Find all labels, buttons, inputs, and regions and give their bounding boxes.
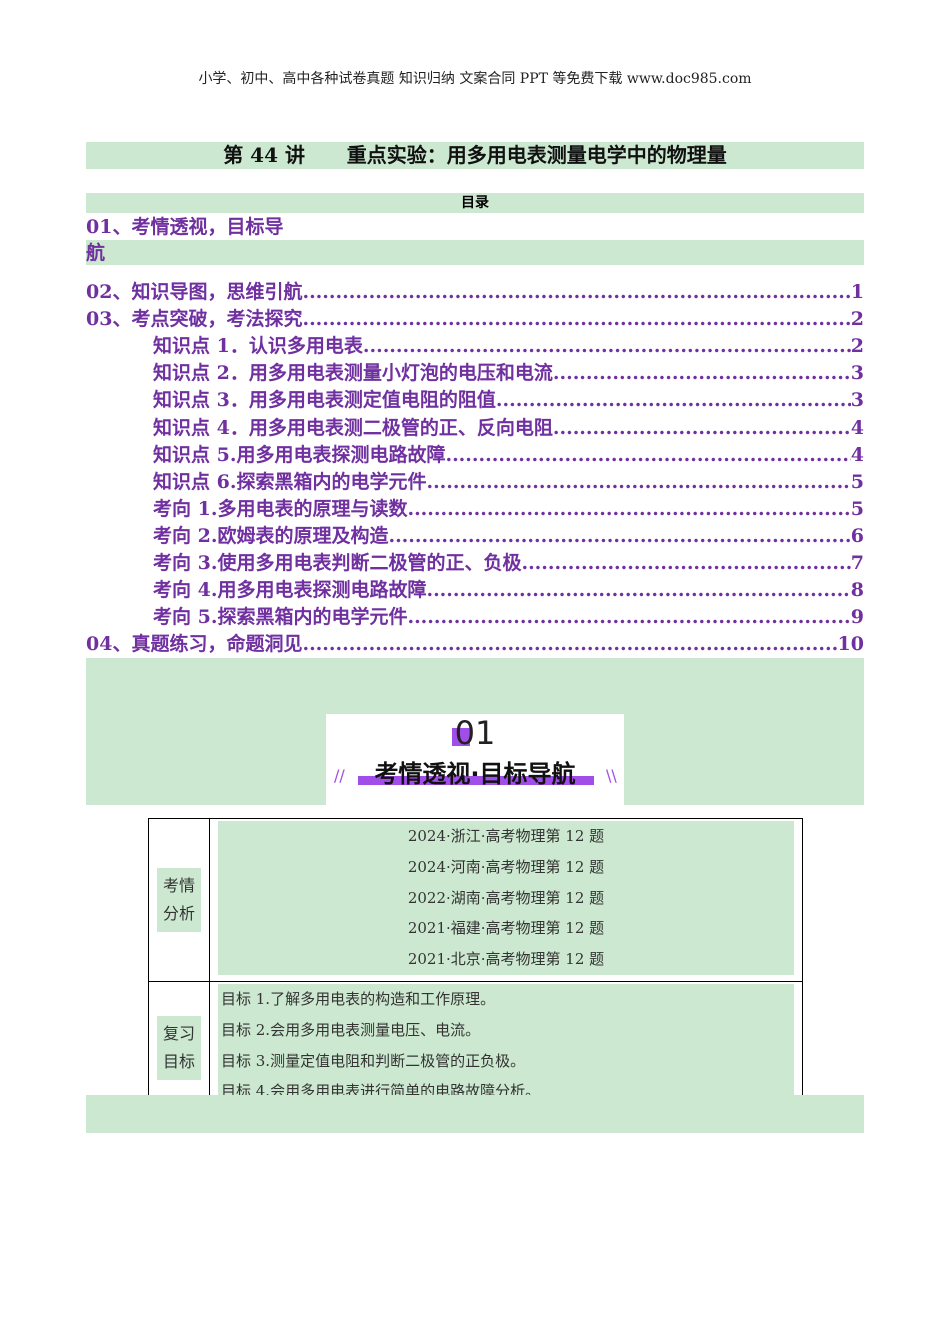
accent-square — [452, 728, 470, 746]
toc-leader — [445, 442, 850, 469]
label-cell: 考情分析 — [148, 818, 210, 982]
exam-item: 2024·河南·高考物理第 12 题 — [407, 857, 605, 876]
toc-entry[interactable]: 知识点 5.用多用电表探测电路故障 4 — [153, 442, 864, 469]
toc-label: 考向 2.欧姆表的原理及构造 — [153, 524, 389, 547]
toc-leader — [388, 523, 850, 550]
toc-label: 知识点 4．用多用电表测二极管的正、反向电阻 — [153, 416, 553, 439]
toc-leader — [302, 279, 850, 306]
toc-heading: 目录 — [86, 193, 864, 213]
toc-page: 4 — [850, 416, 864, 439]
footer-band — [86, 1095, 864, 1133]
backslash-decoration-icon: \\ — [606, 766, 617, 785]
toc-entry[interactable]: 03、考点突破，考法探究 2 — [86, 306, 864, 333]
toc-page: 7 — [850, 552, 864, 574]
lecture-title: 第 44 讲 重点实验：用多用电表测量电学中的物理量 — [86, 142, 864, 169]
section-title: 考情透视·目标导航 — [374, 760, 576, 788]
toc-label: 航 — [86, 242, 106, 264]
toc-label: 知识点 1．认识多用电表 — [153, 335, 363, 358]
toc-entry[interactable]: 04、真题练习，命题洞见 10 — [86, 631, 864, 658]
toc-page: 3 — [850, 389, 864, 412]
toc-entry[interactable]: 考向 1.多用电表的原理与读数 5 — [153, 496, 864, 523]
toc-page: 3 — [850, 362, 864, 385]
toc-page: 4 — [850, 443, 864, 466]
toc-entry[interactable]: 考向 4.用多用电表探测电路故障 8 — [153, 577, 864, 604]
toc-page: 8 — [850, 579, 864, 602]
label-text: 复习 — [162, 1023, 195, 1043]
toc-label: 知识点 5.用多用电表探测电路故障 — [153, 443, 446, 466]
toc-leader — [302, 631, 837, 658]
toc-label: 03、考点突破，考法探究 — [86, 308, 303, 331]
label-text: 目标 — [162, 1051, 195, 1071]
exam-item: 2024·浙江·高考物理第 12 题 — [407, 827, 605, 845]
toc-label: 知识点 3．用多用电表测定值电阻的阻值 — [153, 389, 496, 412]
toc-page: 2 — [850, 308, 864, 331]
toc-entry[interactable]: 02、知识导图，思维引航 1 — [86, 279, 864, 306]
toc-leader — [302, 306, 850, 333]
overview-table: 考情分析 2024·浙江·高考物理第 12 题 2024·河南·高考物理第 12 … — [148, 818, 803, 1115]
goal-item: 目标 2.会用多用电表测量电压、电流。 — [221, 1020, 481, 1039]
toc-entry[interactable]: 知识点 6.探索黑箱内的电学元件 5 — [153, 469, 864, 496]
exam-item: 2021·北京·高考物理第 12 题 — [407, 950, 605, 969]
label-text: 分析 — [162, 903, 195, 923]
toc-entry-cont[interactable]: 航 — [86, 240, 864, 267]
goals-cell: 目标 1.了解多用电表的构造和工作原理。目标 2.会用多用电表测量电压、电流。目… — [209, 980, 803, 1115]
toc-leader — [426, 469, 850, 496]
goal-item: 目标 3.测量定值电阻和判断二极管的正负极。 — [221, 1051, 526, 1070]
toc-entry[interactable]: 考向 5.探索黑箱内的电学元件 9 — [153, 604, 864, 631]
toc-label: 04、真题练习，命题洞见 — [86, 633, 303, 656]
goals-list: 目标 1.了解多用电表的构造和工作原理。目标 2.会用多用电表测量电压、电流。目… — [218, 983, 794, 1108]
toc-leader — [553, 360, 851, 387]
slash-decoration-icon: // — [334, 766, 345, 785]
toc-label: 01、考情透视，目标导 — [86, 216, 284, 238]
toc-page: 6 — [850, 524, 864, 547]
label-text: 考情 — [162, 875, 195, 895]
toc-entry[interactable]: 考向 2.欧姆表的原理及构造 6 — [153, 523, 864, 550]
toc-entry[interactable]: 01、考情透视，目标导 — [86, 214, 864, 241]
exam-list: 2024·浙江·高考物理第 12 题 2024·河南·高考物理第 12 题 2022… — [218, 821, 794, 975]
toc-leader — [553, 415, 851, 442]
page-header: 小学、初中、高中各种试卷真题 知识归纳 文案合同 PPT 等免费下载 www.d… — [198, 71, 752, 87]
goal-item: 目标 1.了解多用电表的构造和工作原理。 — [221, 989, 496, 1008]
toc-entry[interactable]: 知识点 2．用多用电表测量小灯泡的电压和电流 3 — [153, 360, 864, 387]
toc-leader — [521, 550, 850, 577]
label-cell: 复习目标 — [148, 980, 210, 1115]
toc-entry[interactable]: 知识点 1．认识多用电表 2 — [153, 333, 864, 360]
toc-entry[interactable]: 知识点 3．用多用电表测定值电阻的阻值 3 — [153, 387, 864, 414]
toc-label: 02、知识导图，思维引航 — [86, 281, 303, 303]
toc-page: 9 — [850, 606, 864, 629]
toc-page: 5 — [850, 497, 864, 520]
toc-leader — [496, 387, 851, 414]
toc-entry[interactable]: 知识点 4．用多用电表测二极管的正、反向电阻 4 — [153, 415, 864, 442]
toc-label: 考向 4.用多用电表探测电路故障 — [153, 579, 427, 602]
toc-leader — [407, 496, 850, 523]
section-banner: 01 考情透视·目标导航 // \\ — [326, 714, 624, 805]
exam-item: 2021·福建·高考物理第 12 题 — [407, 919, 605, 938]
toc-page: 2 — [850, 335, 864, 358]
toc-label: 知识点 6.探索黑箱内的电学元件 — [153, 470, 427, 493]
toc-label: 考向 1.多用电表的原理与读数 — [153, 497, 408, 520]
exam-list-cell: 2024·浙江·高考物理第 12 题 2024·河南·高考物理第 12 题 2022… — [209, 818, 803, 982]
toc-leader — [407, 604, 850, 631]
toc-label: 考向 3.使用多用电表判断二极管的正、负极 — [153, 552, 522, 574]
toc-page: 1 — [850, 281, 864, 303]
toc-label: 知识点 2．用多用电表测量小灯泡的电压和电流 — [153, 362, 553, 385]
toc-label: 考向 5.探索黑箱内的电学元件 — [153, 606, 408, 629]
toc-leader — [363, 333, 851, 360]
section-number: 01 — [454, 714, 496, 752]
toc-page: 10 — [837, 633, 864, 656]
accent-bar — [358, 776, 594, 785]
toc-leader — [426, 577, 850, 604]
toc-page: 5 — [850, 470, 864, 493]
toc-entry[interactable]: 考向 3.使用多用电表判断二极管的正、负极 7 — [153, 550, 864, 577]
exam-item: 2022·湖南·高考物理第 12 题 — [407, 888, 605, 907]
